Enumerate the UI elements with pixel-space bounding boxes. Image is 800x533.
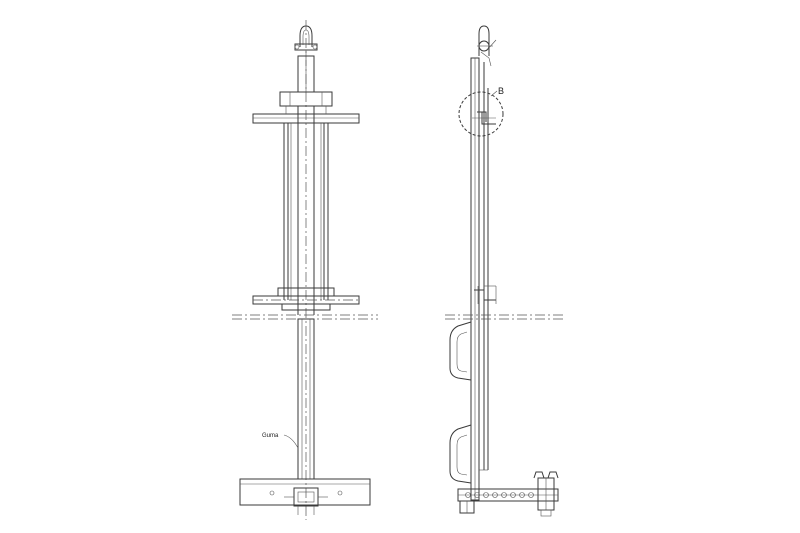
break-line	[232, 314, 378, 320]
central-shaft	[283, 106, 329, 315]
lower-handle	[449, 424, 472, 484]
side-clamp	[474, 285, 497, 304]
upper-handle	[449, 321, 472, 381]
top-flange-plate	[252, 91, 360, 124]
middle-flange-plate	[252, 287, 360, 311]
base-foot	[239, 478, 371, 515]
material-label: Guma	[262, 433, 279, 439]
lifting-hook-icon	[477, 25, 497, 67]
side-view: B	[445, 25, 565, 517]
adjustable-foot-bar	[457, 471, 559, 517]
detail-label: B	[498, 86, 504, 96]
material-callout: Guma	[262, 433, 299, 449]
detail-b-callout: B	[458, 86, 504, 137]
front-view: Guma	[232, 20, 378, 520]
